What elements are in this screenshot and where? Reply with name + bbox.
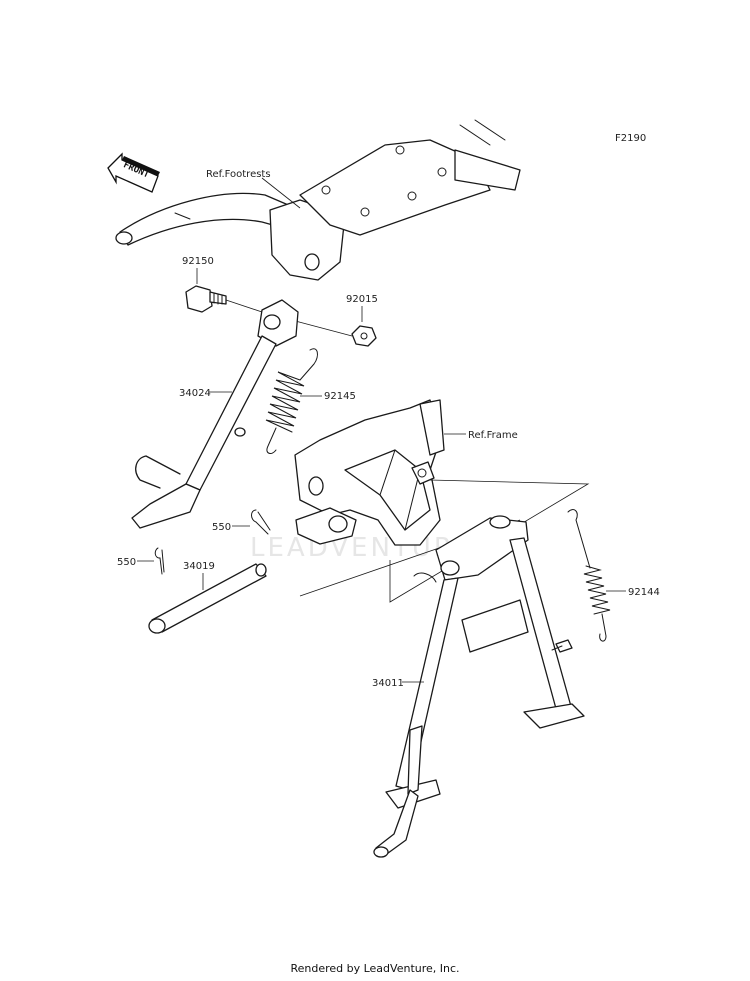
part-label-92144: 92144 xyxy=(628,587,660,598)
part-label-34011: 34011 xyxy=(372,678,404,689)
part-label-34019: 34019 xyxy=(183,561,215,572)
bolt-axis-line-2 xyxy=(225,299,263,313)
diagram-code: F2190 xyxy=(615,133,646,144)
bolt-92150 xyxy=(185,285,227,313)
watermark-text: LEADVENTURE xyxy=(250,533,474,563)
part-label-92015: 92015 xyxy=(346,294,378,305)
cotter-pin-lower xyxy=(154,547,165,575)
ref-frame-label: Ref.Frame xyxy=(468,430,518,441)
part-label-34024: 34024 xyxy=(179,388,211,399)
spring-92145 xyxy=(265,348,318,454)
part-label-550-lower: 550 xyxy=(117,557,136,568)
part-label-92145: 92145 xyxy=(324,391,356,402)
nut-92015 xyxy=(351,325,377,347)
front-arrow-icon: FRONT xyxy=(107,152,160,193)
side-stand-34024 xyxy=(131,299,299,529)
spring-92144 xyxy=(567,509,611,642)
footrest-assembly xyxy=(115,119,521,281)
frame-section xyxy=(294,399,445,546)
cotter-pin-upper xyxy=(251,509,271,535)
footer-credit: Rendered by LeadVenture, Inc. xyxy=(290,962,460,975)
ref-footrests-leader xyxy=(261,177,301,209)
part-label-550-upper: 550 xyxy=(212,522,231,533)
main-stand-34011 xyxy=(373,515,585,858)
pin-34019 xyxy=(148,563,267,634)
ref-footrests-label: Ref.Footrests xyxy=(206,169,271,180)
part-label-92150: 92150 xyxy=(182,256,214,267)
